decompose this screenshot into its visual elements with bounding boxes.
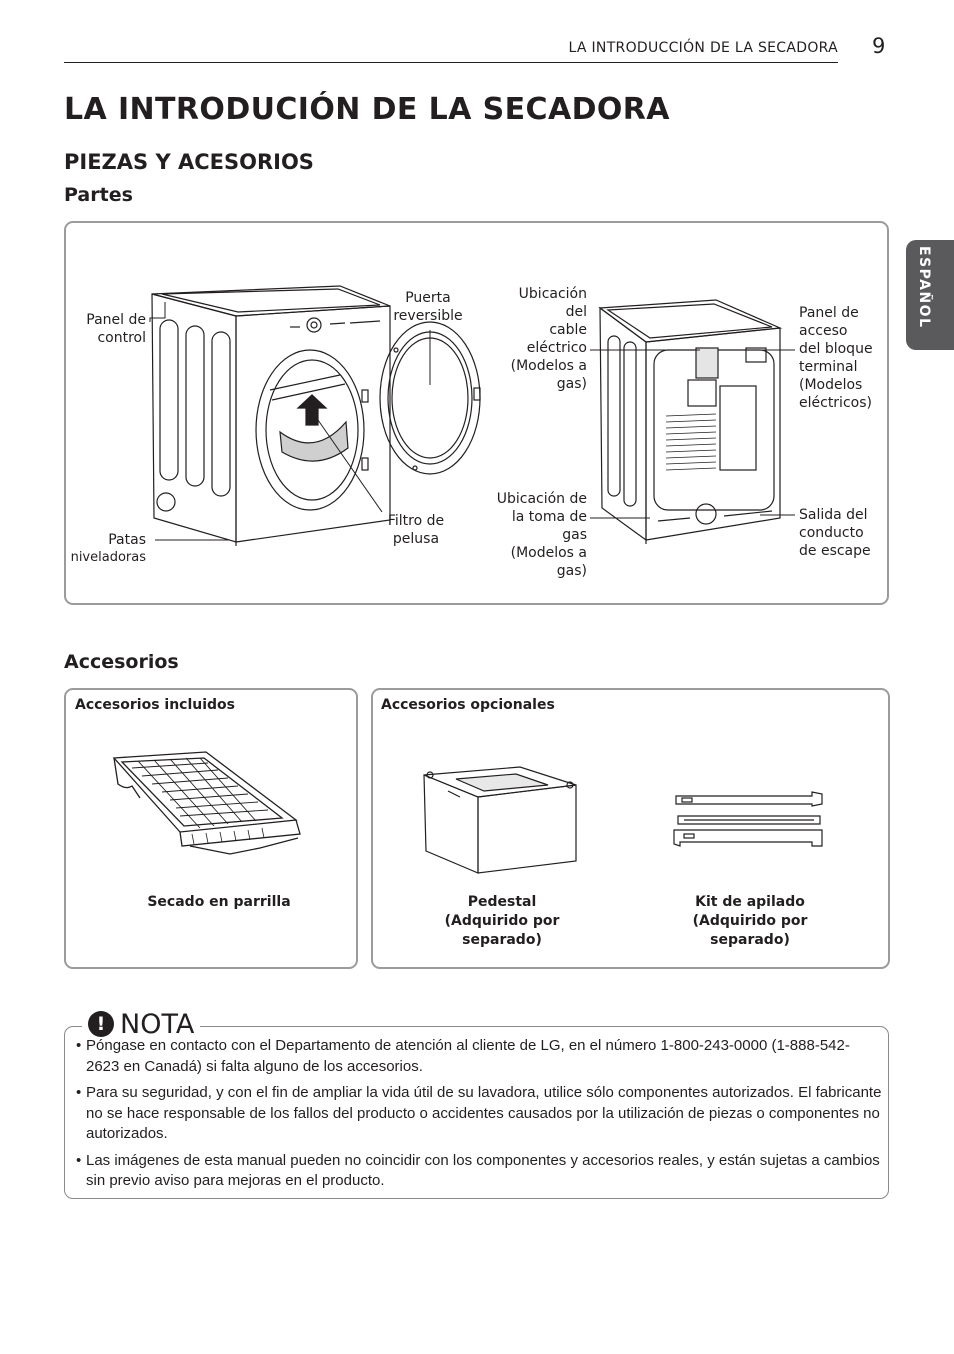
label-reversible-door: Puerta reversible bbox=[393, 290, 463, 324]
callout-lines bbox=[149, 302, 795, 541]
optional-accessories-panel bbox=[371, 688, 890, 969]
label-gas-inlet-location: Ubicación de la toma de gas (Modelos a g… bbox=[496, 491, 587, 579]
drying-rack-illustration bbox=[112, 751, 301, 855]
header-divider bbox=[64, 62, 838, 63]
label-power-cord-location: Ubicación del cable eléctrico (Modelos a… bbox=[510, 286, 587, 392]
label-lint-filter: Filtro de pelusa bbox=[387, 513, 445, 547]
accessories-heading: Accesorios bbox=[64, 651, 179, 673]
pedestal-illustration bbox=[423, 766, 577, 874]
accessory-stacking-kit-label: Kit de apilado (Adquirido por separado) bbox=[692, 894, 808, 948]
note-list: Póngase en contacto con el Departamento … bbox=[76, 1036, 882, 1198]
note-item: Póngase en contacto con el Departamento … bbox=[76, 1036, 882, 1077]
label-leveling-feet: Patas bbox=[108, 532, 146, 548]
running-header: LA INTRODUCCIÓN DE LA SECADORA bbox=[568, 40, 838, 56]
note-title: NOTA bbox=[120, 1008, 195, 1040]
note-panel bbox=[64, 1026, 889, 1199]
language-tab-label: ESPAÑOL bbox=[916, 246, 932, 329]
label-control-panel: Panel de control bbox=[86, 312, 146, 346]
language-tab: ESPAÑOL bbox=[906, 240, 954, 350]
accessory-drying-rack-label: Secado en parrilla bbox=[147, 894, 291, 910]
note-item: Las imágenes de esta manual pueden no co… bbox=[76, 1151, 882, 1192]
dryer-front-illustration bbox=[151, 285, 481, 546]
parts-panel bbox=[64, 221, 889, 605]
optional-accessories-heading: Accesorios opcionales bbox=[381, 697, 555, 713]
label-exhaust-outlet: Salida del conducto de escape bbox=[799, 507, 871, 559]
label-terminal-block-panel: Panel de acceso del bloque terminal (Mod… bbox=[799, 305, 873, 411]
note-item: Para su seguridad, y con el fin de ampli… bbox=[76, 1083, 882, 1145]
page-title: LA INTRODUCIÓN DE LA SECADORA bbox=[64, 92, 670, 127]
stacking-kit-illustration bbox=[673, 791, 823, 847]
page-number: 9 bbox=[872, 34, 886, 58]
exclamation-icon: ! bbox=[88, 1011, 114, 1037]
accessory-pedestal-label: Pedestal (Adquirido por separado) bbox=[444, 894, 560, 948]
dryer-rear-illustration bbox=[598, 299, 783, 544]
label-leveling-feet-2: niveladoras bbox=[70, 550, 146, 565]
section-title: PIEZAS Y ACESORIOS bbox=[64, 150, 314, 174]
parts-heading: Partes bbox=[64, 184, 133, 206]
included-accessories-heading: Accesorios incluidos bbox=[75, 697, 236, 713]
